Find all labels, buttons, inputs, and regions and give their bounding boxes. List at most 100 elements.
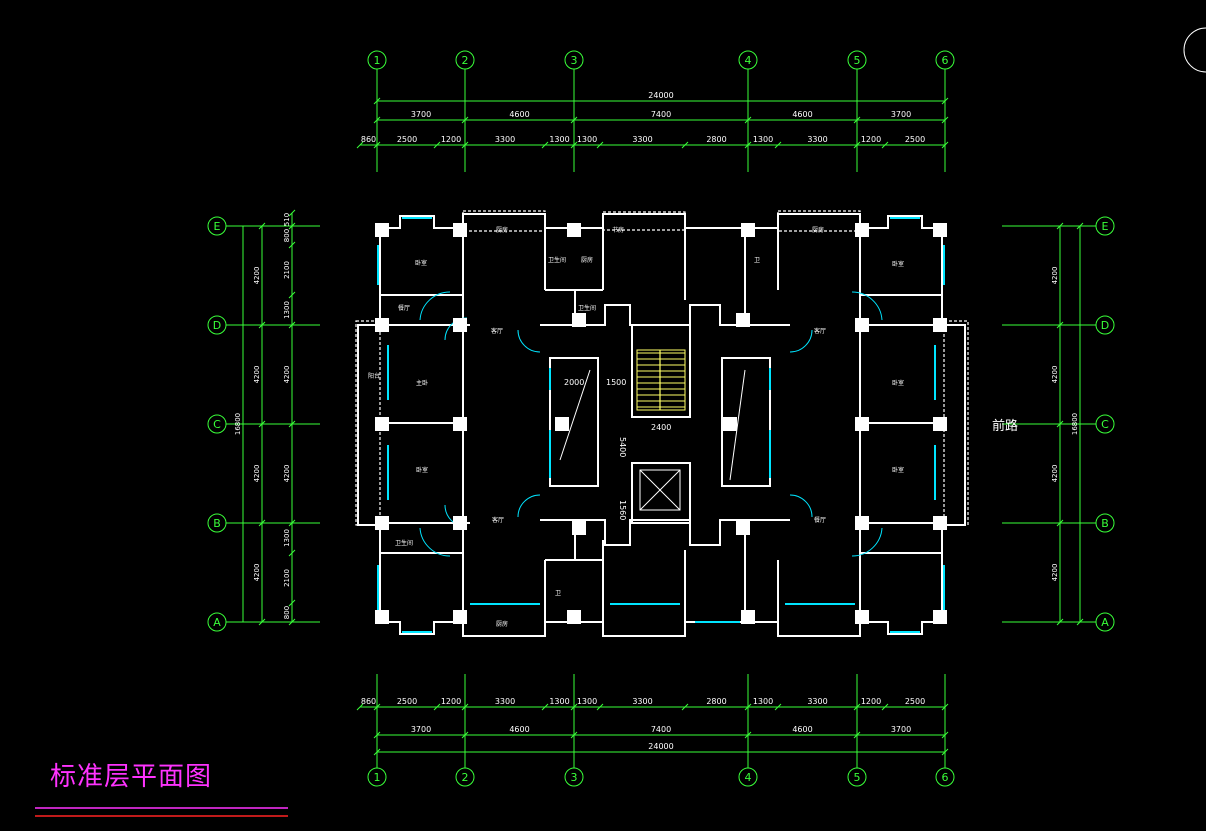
dim-tick — [853, 703, 861, 711]
partial-bubble — [1183, 27, 1206, 73]
dim-text: 3700 — [411, 725, 431, 734]
room-label: 主卧 — [416, 379, 428, 387]
dim-text: 1300 — [577, 135, 597, 144]
structural-column — [736, 313, 750, 327]
dim-text: 3300 — [807, 697, 827, 706]
dim-tick — [288, 321, 296, 329]
structural-column — [933, 223, 947, 237]
dim-tick — [941, 97, 949, 105]
structural-column — [855, 516, 869, 530]
dim-text: 1200 — [441, 697, 461, 706]
dim-text: 2100 — [283, 569, 291, 587]
dim-tick — [941, 116, 949, 124]
dim-tick — [681, 703, 689, 711]
dim-text: 800 — [283, 229, 291, 242]
dim-tick — [288, 291, 296, 299]
dim-text: 4200 — [253, 366, 261, 384]
dim-text: 7400 — [651, 110, 671, 119]
dim-tick — [941, 748, 949, 756]
room-label: 客厅 — [492, 516, 504, 524]
dim-text: 510 — [283, 213, 291, 226]
room-label: 餐厅 — [398, 304, 410, 312]
dim-text: 4200 — [1051, 465, 1059, 483]
structural-column — [567, 223, 581, 237]
dim-text-overall: 24000 — [648, 742, 673, 751]
dim-text: 4600 — [509, 110, 529, 119]
dim-text: 4200 — [1051, 564, 1059, 582]
axis-bubble-right-D-label: D — [1101, 319, 1109, 332]
dim-text: 800 — [283, 606, 291, 619]
dim-text: 1300 — [549, 135, 569, 144]
dim-text: 4600 — [792, 725, 812, 734]
dim-tick — [288, 420, 296, 428]
structural-column — [933, 516, 947, 530]
dim-text: 2500 — [905, 697, 925, 706]
dim-tick — [881, 141, 889, 149]
dim-tick — [941, 731, 949, 739]
dim-text: 7400 — [651, 725, 671, 734]
dim-text: 2500 — [397, 697, 417, 706]
dim-text: 2800 — [706, 697, 726, 706]
dim-text: 3300 — [807, 135, 827, 144]
structural-column — [572, 313, 586, 327]
dim-tick — [774, 141, 782, 149]
structural-column — [375, 516, 389, 530]
dim-tick — [288, 209, 296, 217]
structural-column — [855, 417, 869, 431]
dim-tick — [744, 703, 752, 711]
dim-text: 4200 — [1051, 366, 1059, 384]
dim-text-overall-right: 16800 — [1071, 413, 1079, 435]
room-label: 卫 — [754, 257, 760, 264]
dim-tick — [373, 748, 381, 756]
dim-tick — [373, 731, 381, 739]
dim-text: 2500 — [905, 135, 925, 144]
structural-columns — [375, 223, 947, 624]
dim-tick — [373, 97, 381, 105]
structural-column — [375, 223, 389, 237]
dim-text: 4200 — [283, 366, 291, 384]
stair-core — [631, 324, 691, 418]
structural-column — [741, 610, 755, 624]
dim-text: 4200 — [1051, 267, 1059, 285]
axis-bubble-top-4-label: 4 — [745, 54, 752, 67]
dim-tick — [744, 731, 752, 739]
structural-column — [453, 516, 467, 530]
structural-column — [453, 318, 467, 332]
room-label: 卧室 — [892, 260, 904, 268]
dim-tick — [433, 703, 441, 711]
dim-text: 2500 — [397, 135, 417, 144]
dim-tick — [1056, 321, 1064, 329]
dim-tick — [853, 141, 861, 149]
dim-tick — [1056, 222, 1064, 230]
dim-text: 4200 — [253, 465, 261, 483]
dim-tick — [1056, 519, 1064, 527]
dim-tick — [461, 731, 469, 739]
dim-tick — [288, 599, 296, 607]
room-label: 阳台 — [368, 372, 380, 380]
structural-column — [855, 223, 869, 237]
dim-tick — [853, 116, 861, 124]
dim-tick — [596, 703, 604, 711]
axis-bubble-left-A-label: A — [213, 616, 221, 629]
dim-text: 1300 — [753, 697, 773, 706]
axis-bubble-top-5-label: 5 — [854, 54, 861, 67]
dim-text: 3300 — [632, 697, 652, 706]
room-label: 卧室 — [416, 466, 428, 474]
room-label: 卧室 — [892, 466, 904, 474]
dim-tick — [288, 549, 296, 557]
structural-column — [741, 223, 755, 237]
dim-tick — [744, 141, 752, 149]
dim-tick — [570, 703, 578, 711]
core-dimensions: 2000 1500 2400 5400 1560 — [564, 378, 671, 520]
dim-tick — [356, 141, 364, 149]
dim-text: 860 — [361, 135, 376, 144]
dim-tick — [356, 703, 364, 711]
axis-bubble-bottom-4-label: 4 — [745, 771, 752, 784]
dim-tick — [461, 703, 469, 711]
shaft-right — [721, 357, 771, 487]
